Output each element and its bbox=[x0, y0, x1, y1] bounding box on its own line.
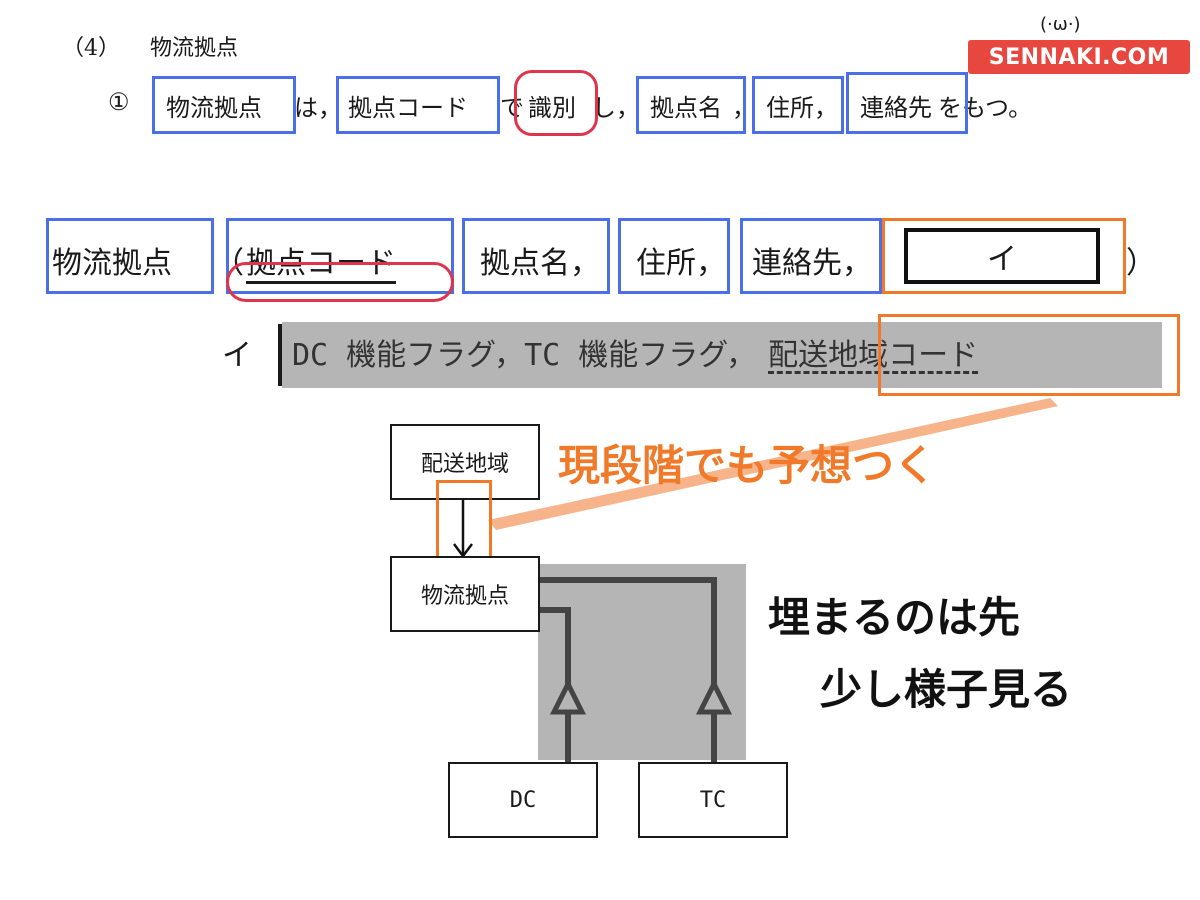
relation-close-paren: ） bbox=[1126, 246, 1156, 281]
highlight-box-blank bbox=[882, 218, 1126, 294]
entity-tc: TC bbox=[638, 762, 788, 838]
section-title: 物流拠点 bbox=[150, 36, 239, 61]
highlight-box-address bbox=[752, 76, 844, 134]
sentence-part-address: 住所， bbox=[766, 94, 838, 122]
highlight-box-relation-key bbox=[226, 218, 454, 294]
answer-divider bbox=[278, 324, 282, 386]
relation-attr-address: 住所， bbox=[636, 246, 726, 281]
sentence-part-identify: 識別 bbox=[528, 94, 576, 122]
sentence-marker: ① bbox=[108, 88, 130, 116]
answer-text: DC 機能フラグ，TC 機能フラグ， 配送地域コード bbox=[292, 330, 978, 374]
sentence-part: をもつ。 bbox=[938, 94, 1033, 122]
highlight-box-entity bbox=[152, 76, 296, 134]
sentence-part: で bbox=[500, 94, 524, 122]
highlight-ring-identify bbox=[514, 70, 598, 136]
entity-delivery-region: 配送地域 bbox=[390, 424, 540, 500]
sentence-part-entity: 物流拠点 bbox=[166, 94, 262, 122]
logo-face-icon: (·ω·) bbox=[1040, 14, 1081, 35]
answer-text-highlight: 配送地域コード bbox=[768, 338, 979, 373]
highlight-box-relation-entity bbox=[46, 218, 214, 294]
site-logo-text: SENNAKI.COM bbox=[988, 44, 1170, 70]
highlight-box-relation-name bbox=[462, 218, 610, 294]
answer-label: イ bbox=[222, 338, 252, 373]
highlight-box-region-code bbox=[878, 314, 1180, 396]
sentence-part: し， bbox=[592, 94, 640, 122]
relation-entity: 物流拠点 bbox=[52, 246, 172, 281]
connector-line bbox=[488, 398, 1058, 530]
entity-logistics-base-label: 物流拠点 bbox=[420, 584, 509, 609]
highlight-box-relation-address bbox=[618, 218, 730, 294]
entity-dc: DC bbox=[448, 762, 598, 838]
blank-label: イ bbox=[987, 242, 1017, 277]
entity-tc-label: TC bbox=[699, 787, 727, 813]
note-fill-later-line1: 埋まるのは先 bbox=[768, 593, 1021, 642]
sentence-part-key: 拠点コード bbox=[348, 94, 468, 122]
subtype-triangle-icon bbox=[695, 678, 733, 715]
section-heading: （4） 物流拠点 bbox=[62, 30, 238, 62]
entity-dc-label: DC bbox=[509, 787, 537, 813]
site-logo[interactable]: SENNAKI.COM bbox=[968, 40, 1190, 74]
highlight-box-name bbox=[636, 76, 746, 134]
answer-row-background bbox=[282, 322, 1162, 388]
sentence-part-contact: 連絡先 bbox=[860, 94, 932, 122]
section-number: （4） bbox=[62, 36, 120, 61]
answer-text-plain: DC 機能フラグ，TC 機能フラグ， bbox=[292, 338, 757, 373]
sentence-part-name: 拠点名 bbox=[650, 94, 722, 122]
note-fill-later-line2: 少し様子見る bbox=[820, 665, 1073, 714]
note-predictable: 現段階でも予想つく bbox=[558, 441, 937, 490]
highlight-box-key bbox=[336, 76, 500, 134]
sentence-part: は， bbox=[294, 94, 342, 122]
relation-attr-name: 拠点名， bbox=[480, 246, 600, 281]
highlight-box-contact bbox=[846, 72, 968, 134]
relation-attr-contact: 連絡先， bbox=[752, 246, 872, 281]
entity-delivery-region-label: 配送地域 bbox=[420, 452, 509, 477]
blank-box-i: イ bbox=[904, 228, 1100, 284]
highlight-ring-relation-key bbox=[226, 262, 454, 302]
subtype-triangle-icon bbox=[549, 678, 587, 715]
entity-logistics-base: 物流拠点 bbox=[390, 556, 540, 632]
highlight-box-relation-contact bbox=[740, 218, 882, 294]
